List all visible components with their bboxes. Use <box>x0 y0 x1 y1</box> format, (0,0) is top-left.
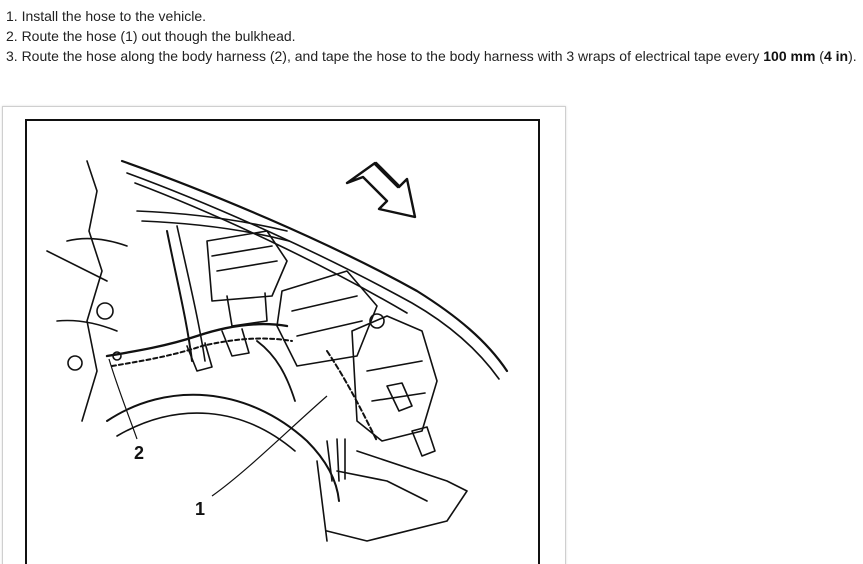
step-1: 1. Install the hose to the vehicle. <box>6 8 207 24</box>
step-3-imperial: 4 in <box>823 48 849 64</box>
step-3: 3. Route the hose along the body harness… <box>6 46 863 66</box>
figure-frame: 1 2 <box>2 106 566 564</box>
callout-1-label: 1 <box>195 499 206 519</box>
illustration-drawing <box>46 159 509 542</box>
engine-bay-illustration: 1 2 <box>25 119 540 564</box>
instruction-steps: 1. Install the hose to the vehicle. 2. R… <box>6 6 863 66</box>
step-3-text: 3. Route the hose along the body harness… <box>6 48 764 64</box>
step-3-metric: 100 mm <box>763 48 816 64</box>
step-3-end: ). <box>848 48 857 64</box>
callout-2-label: 2 <box>134 443 145 463</box>
step-3-paren: ( <box>815 48 824 64</box>
step-2: 2. Route the hose (1) out though the bul… <box>6 28 296 44</box>
forward-arrow-icon <box>345 161 417 219</box>
